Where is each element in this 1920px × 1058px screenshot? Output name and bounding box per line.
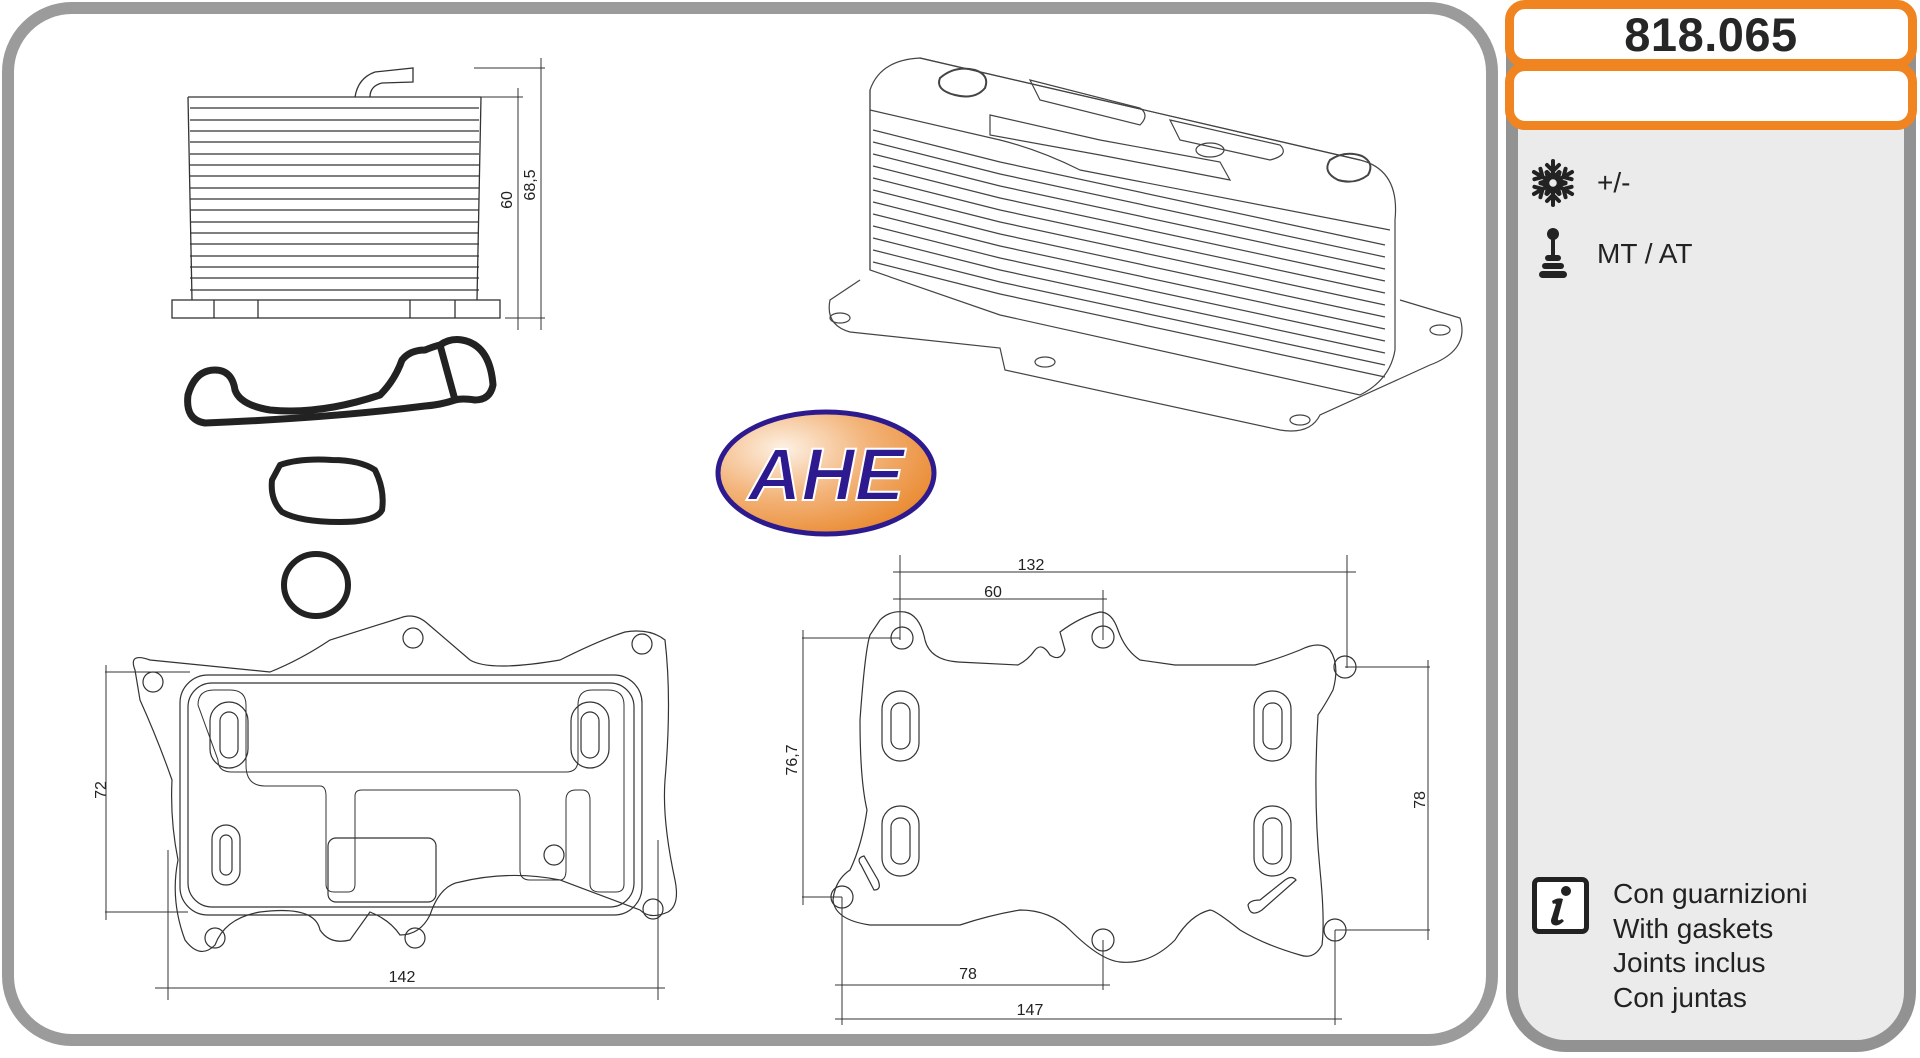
part-number: 818.065 (1624, 7, 1798, 61)
info-line-en: With gaskets (1613, 912, 1774, 944)
gasket-set (184, 336, 497, 619)
technical-drawings: 60 68,5 AHE (93, 57, 1463, 1025)
spec-temperature-label: +/- (1597, 167, 1631, 198)
gear-shifter-icon (1525, 226, 1581, 282)
dim-width-147: 147 (1017, 1002, 1044, 1019)
dim-hole-span-60: 60 (984, 584, 1002, 601)
dim-width-72: 72 (93, 781, 110, 799)
ahe-logo: AHE (715, 409, 937, 537)
gasket-ring (281, 551, 351, 619)
spec-transmission-label: MT / AT (1597, 238, 1693, 269)
spec-row-transmission: MT / AT (1525, 226, 1692, 282)
secondary-box (1505, 62, 1917, 130)
gasket-plate-drawing (802, 555, 1430, 1025)
top-view-drawing (105, 615, 678, 1000)
spec-row-temperature: +/- (1525, 155, 1630, 211)
info-line-it: Con guarnizioni (1613, 878, 1808, 909)
info-icon (1532, 877, 1589, 934)
dim-height-76-7: 76,7 (784, 744, 801, 775)
gasket-large (184, 336, 497, 427)
snowflake-icon (1525, 155, 1581, 211)
info-text: Con guarnizioni With gaskets Joints incl… (1613, 877, 1808, 1015)
dim-height-78: 78 (1412, 791, 1429, 809)
ahe-logo-text: AHE (746, 433, 907, 516)
info-line-fr: Joints inclus (1613, 947, 1766, 978)
dim-length-142: 142 (389, 969, 416, 986)
gasket-medium (268, 456, 386, 525)
part-number-box: 818.065 (1505, 0, 1917, 68)
isometric-view-drawing (828, 57, 1463, 432)
info-line-es: Con juntas (1613, 981, 1747, 1013)
dim-height-68-5: 68,5 (522, 169, 539, 200)
spec-panel (1506, 40, 1916, 1052)
side-view-drawing (171, 58, 545, 330)
dim-hole-span-132: 132 (1018, 557, 1045, 574)
dim-hole-span-78: 78 (959, 966, 977, 983)
dim-height-60: 60 (499, 191, 516, 209)
